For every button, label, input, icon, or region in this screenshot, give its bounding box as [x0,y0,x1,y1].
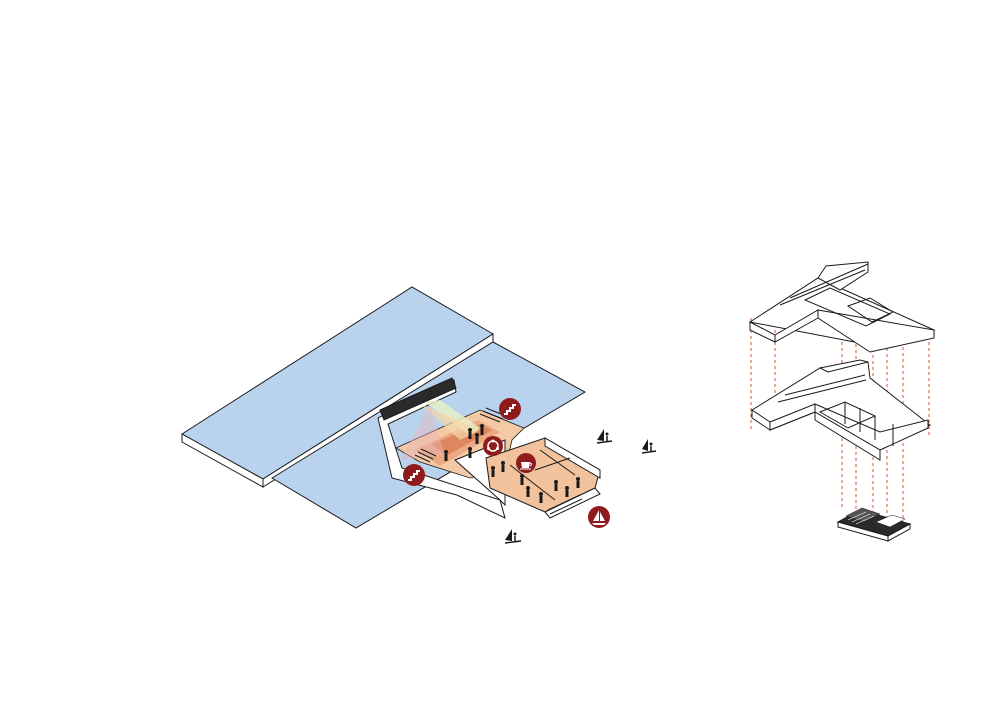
coffee-cup-icon [516,453,536,473]
windsurfer-icon [596,429,613,444]
gathering-icon [483,436,503,456]
sailboat-icon [588,506,610,528]
stairs-icon [403,464,425,486]
bleacher-steps [414,407,583,515]
roof-band [379,377,457,421]
stairs-icon [499,398,521,420]
windsurfer-icon [504,529,522,544]
people-figures [444,424,580,503]
base-module [836,507,912,542]
windsurfer-icon [641,439,657,454]
exploded-axonometric [748,261,936,542]
pier-structure [377,377,601,519]
floor-layer [751,359,932,461]
site-axonometric [181,286,657,544]
roof-layer [748,261,936,353]
